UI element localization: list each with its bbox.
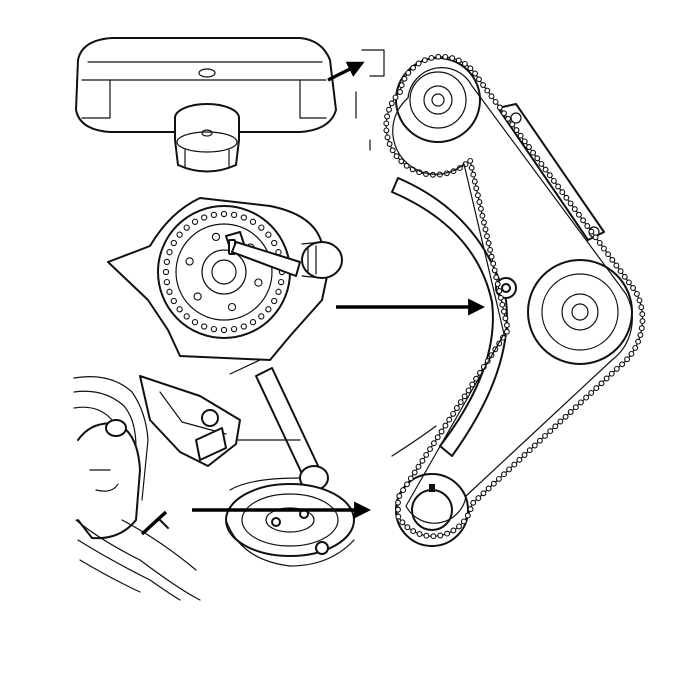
panel-camshaft-sprocket-locking <box>107 197 343 361</box>
panel-crankshaft-alignment <box>73 359 355 601</box>
panel-camshaft-cover <box>75 37 337 173</box>
panel-timing-chain-assembly <box>383 53 646 547</box>
arrow-cover-to-chain <box>327 61 365 82</box>
